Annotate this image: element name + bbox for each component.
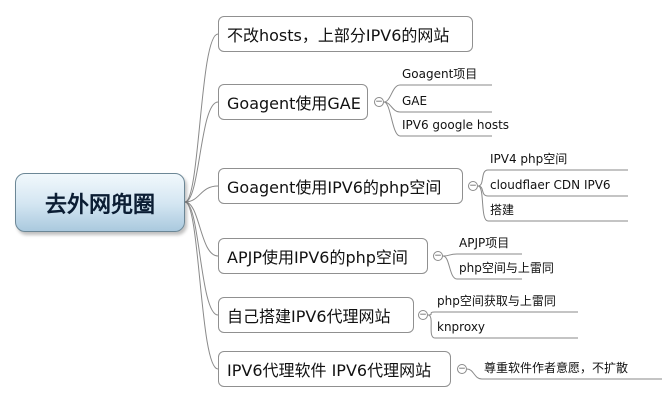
leaf-knproxy[interactable]: knproxy — [437, 320, 486, 334]
leaf-cloudflare-cdn-ipv6[interactable]: cloudflaer CDN IPV6 — [490, 178, 611, 192]
branch-label: Goagent使用GAE — [227, 94, 361, 113]
leaf-goagent-project[interactable]: Goagent项目 — [402, 67, 478, 81]
leaf-respect-author[interactable]: 尊重软件作者意愿，不扩散 — [484, 361, 629, 375]
leaf-setup[interactable]: 搭建 — [490, 203, 515, 217]
branch-node-goagent-ipv6-php[interactable]: Goagent使用IPV6的php空间 — [218, 168, 463, 204]
minus-circle-icon[interactable]: − — [374, 97, 384, 107]
leaf-php-space-same[interactable]: php空间与上雷同 — [459, 261, 554, 275]
branch-node-hosts-ipv6-sites[interactable]: 不改hosts，上部分IPV6的网站 — [218, 16, 473, 52]
branch-node-ipv6-proxy-software[interactable]: IPV6代理软件 IPV6代理网站 — [218, 351, 451, 387]
branch-label: 自己搭建IPV6代理网站 — [227, 307, 391, 326]
leaf-ipv4-php-space[interactable]: IPV4 php空间 — [490, 152, 568, 166]
leaf-ipv6-google-hosts[interactable]: IPV6 google hosts — [402, 118, 510, 132]
root-node[interactable]: 去外网兜圈 — [15, 173, 185, 232]
root-node-label: 去外网兜圈 — [44, 192, 155, 218]
branch-node-self-built-proxy[interactable]: 自己搭建IPV6代理网站 — [218, 297, 414, 333]
minus-circle-icon[interactable]: − — [418, 310, 428, 320]
leaf-gae[interactable]: GAE — [402, 94, 428, 108]
branch-label: APJP使用IPV6的php空间 — [227, 248, 408, 267]
branch-node-apjp-ipv6-php[interactable]: APJP使用IPV6的php空间 — [218, 238, 428, 274]
branch-label: 不改hosts，上部分IPV6的网站 — [227, 26, 450, 45]
leaf-php-space-acquire[interactable]: php空间获取与上雷同 — [437, 294, 556, 308]
minus-circle-icon[interactable]: − — [468, 181, 478, 191]
branch-label: Goagent使用IPV6的php空间 — [227, 178, 442, 197]
minus-circle-icon[interactable]: − — [457, 364, 467, 374]
branch-node-goagent-gae[interactable]: Goagent使用GAE — [218, 84, 368, 120]
branch-label: IPV6代理软件 IPV6代理网站 — [227, 361, 432, 380]
minus-circle-icon[interactable]: − — [433, 251, 443, 261]
leaf-apjp-project[interactable]: APJP项目 — [459, 236, 510, 250]
